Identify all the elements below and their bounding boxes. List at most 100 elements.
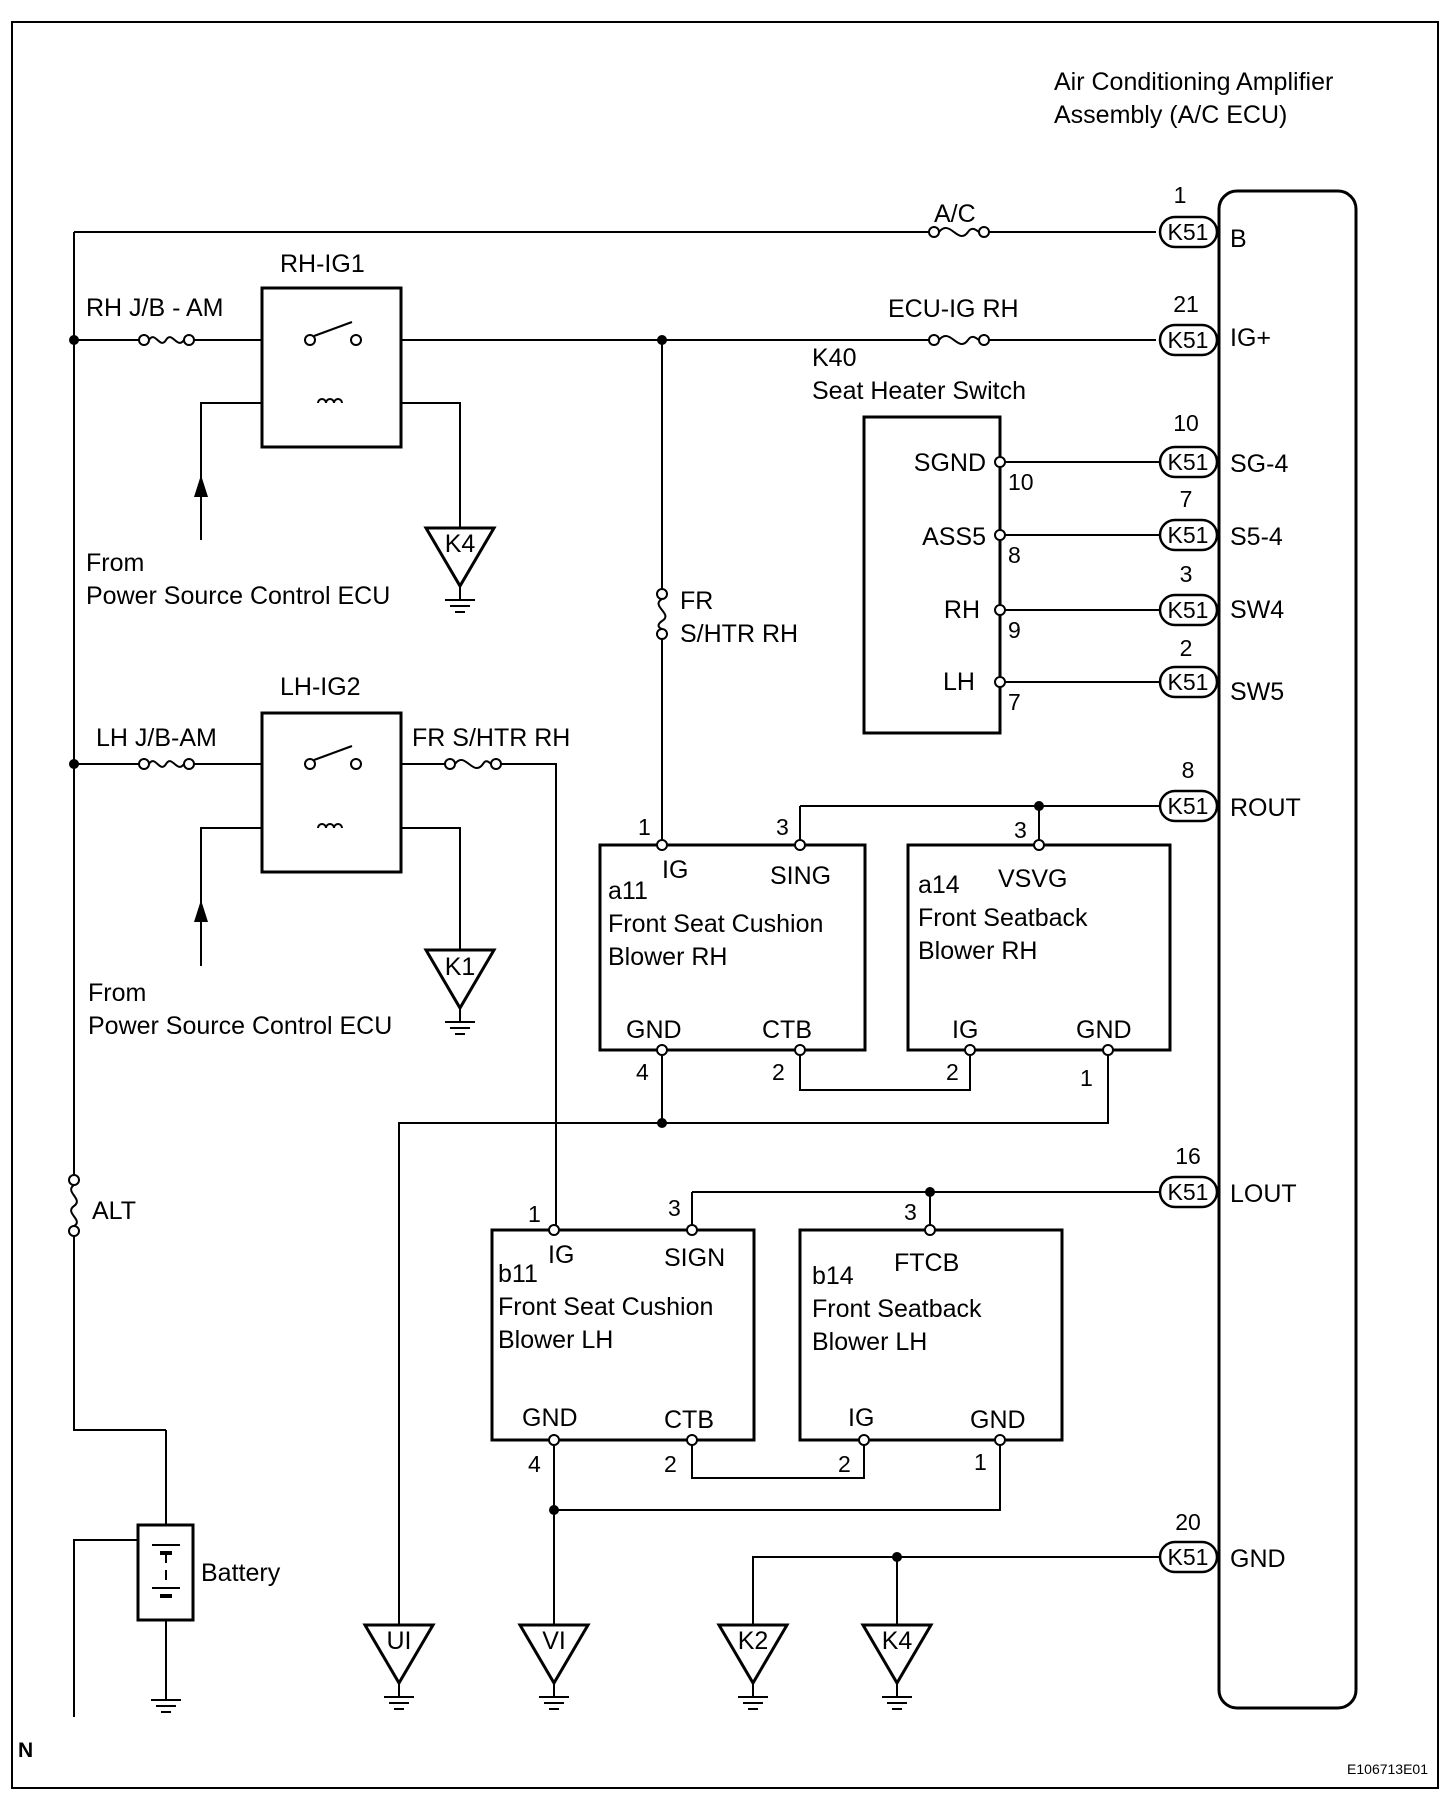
ecu-title-line2: Assembly (A/C ECU): [1054, 101, 1287, 129]
ground-k4-bottom: K4: [860, 1623, 934, 1710]
ac-fuse: A/C: [928, 200, 990, 238]
pin-sg4: 10 K51 SG-4: [1158, 410, 1288, 479]
pin-sg4-connector: K51: [1168, 449, 1209, 475]
corner-letter: N: [18, 1739, 33, 1762]
pin-rout-connector: K51: [1168, 793, 1209, 819]
pin-b-connector: K51: [1168, 219, 1209, 245]
relay-rh-label: RH-IG1: [280, 250, 365, 278]
blower-a11: 1 3 4 2 IG SING a11 Front Seat Cushion B…: [598, 814, 867, 1085]
b14-code: b14: [812, 1262, 854, 1290]
ground-icon: [444, 599, 476, 613]
battery: Battery: [136, 1523, 281, 1713]
b11-pin-ig: 1: [528, 1201, 541, 1227]
rh-jb-am-fuse: RH J/B - AM: [86, 294, 224, 346]
pin-sw4-connector: K51: [1168, 597, 1209, 623]
ac-fuse-label: A/C: [934, 200, 976, 228]
a14-term-ig: IG: [952, 1016, 978, 1044]
b14-name-line2: Blower LH: [812, 1328, 927, 1356]
a11-code: a11: [608, 877, 648, 905]
switch-name: Seat Heater Switch: [812, 377, 1026, 405]
ground-vi: VI: [517, 1623, 591, 1710]
pin-lout: 16 K51 LOUT: [1158, 1143, 1297, 1209]
ecu-ig-rh-fuse-label: ECU-IG RH: [888, 295, 1019, 323]
seat-heater-switch: K40 Seat Heater Switch SGND ASS5 RH LH 1…: [812, 344, 1034, 735]
pin-lout-connector: K51: [1168, 1179, 1209, 1205]
blower-b14: 3 2 1 FTCB b14 Front Seatback Blower LH …: [798, 1199, 1064, 1477]
pin-lout-num: 16: [1175, 1143, 1201, 1169]
b11-pin-sig: 3: [668, 1195, 681, 1221]
pin-sw5-connector: K51: [1168, 669, 1209, 695]
ground-icon: [383, 1696, 415, 1710]
switch-num-lh: 7: [1008, 689, 1021, 715]
fr-shtr-rh-fuse-h: FR S/HTR RH: [412, 724, 570, 770]
b11-term-ig: IG: [548, 1241, 574, 1269]
pin-sw4: 3 K51 SW4: [1158, 561, 1284, 627]
ground-ui: UI: [362, 1623, 436, 1710]
pin-rout: 8 K51 ROUT: [1158, 757, 1301, 823]
a14-name-line2: Blower RH: [918, 937, 1037, 965]
pin-gnd-num: 20: [1175, 1509, 1201, 1535]
switch-term-rh: RH: [944, 596, 980, 624]
pin-sw5-num: 2: [1180, 635, 1193, 661]
ground-k4-top: K4: [423, 526, 497, 613]
b11-code: b11: [498, 1260, 538, 1288]
pin-s54-name: S5-4: [1230, 523, 1283, 551]
battery-label: Battery: [201, 1559, 281, 1587]
a11-term-ig: IG: [662, 856, 688, 884]
a14-code: a14: [918, 871, 960, 899]
switch-num-rh: 9: [1008, 617, 1021, 643]
ground-k1: K1: [423, 948, 497, 1035]
fr-shtr-rh-fuse-v: FR S/HTR RH: [656, 587, 798, 648]
pin-sw4-name: SW4: [1230, 596, 1284, 624]
switch-num-sgnd: 10: [1008, 469, 1034, 495]
pin-rout-num: 8: [1182, 757, 1195, 783]
from-lh-line2: Power Source Control ECU: [88, 1012, 392, 1040]
relay-rh-ig1: RH-IG1: [260, 250, 403, 449]
b11-term-gnd: GND: [522, 1404, 578, 1432]
relay-lh-ig2: LH-IG2: [260, 673, 403, 874]
from-lh-line1: From: [88, 979, 146, 1007]
pin-ig-name: IG+: [1230, 324, 1271, 352]
pin-ig-connector: K51: [1168, 327, 1209, 353]
ground-k2: K2: [716, 1623, 790, 1710]
pin-gnd-name: GND: [1230, 1545, 1286, 1573]
blower-b11: 1 3 4 2 IG SIGN b11 Front Seat Cushion B…: [490, 1195, 756, 1477]
a11-pin-ig: 1: [638, 814, 651, 840]
a11-pin-sig: 3: [776, 814, 789, 840]
relay-lh-label: LH-IG2: [280, 673, 361, 701]
pin-sw5: 2 K51 SW5: [1158, 635, 1284, 706]
fr-shtr-rh-label-v2: S/HTR RH: [680, 620, 798, 648]
b11-name-line2: Blower LH: [498, 1326, 613, 1354]
pin-s54-num: 7: [1180, 486, 1193, 512]
alt-label: ALT: [92, 1197, 136, 1225]
pin-lout-name: LOUT: [1230, 1180, 1297, 1208]
ground-vi-label: VI: [542, 1627, 566, 1655]
b11-term-ctb: CTB: [664, 1406, 714, 1434]
a14-pin-sig: 3: [1014, 817, 1027, 843]
b11-pin-ctb: 2: [664, 1451, 677, 1477]
a14-name-line1: Front Seatback: [918, 904, 1088, 932]
b14-name-line1: Front Seatback: [812, 1295, 982, 1323]
fr-shtr-rh-label-h: FR S/HTR RH: [412, 724, 570, 752]
pin-s54: 7 K51 S5-4: [1158, 486, 1283, 552]
b11-term-sig: SIGN: [664, 1244, 725, 1272]
pin-b-num: 1: [1174, 182, 1187, 208]
from-rh-line1: From: [86, 549, 144, 577]
lh-jb-am-fuse: LH J/B-AM: [96, 724, 217, 770]
ground-ui-label: UI: [387, 1627, 412, 1655]
ground-k4-bottom-label: K4: [882, 1627, 913, 1655]
b14-term-ig: IG: [848, 1404, 874, 1432]
pin-gnd: 20 K51 GND: [1158, 1509, 1286, 1574]
switch-num-ass5: 8: [1008, 542, 1021, 568]
ground-k4-top-label: K4: [445, 530, 476, 558]
ecu-ig-rh-fuse: ECU-IG RH: [888, 295, 1019, 346]
b14-term-gnd: GND: [970, 1406, 1026, 1434]
lh-jb-am-label: LH J/B-AM: [96, 724, 217, 752]
switch-term-sgnd: SGND: [914, 449, 986, 477]
pin-sw4-num: 3: [1180, 561, 1193, 587]
a11-pin-gnd: 4: [636, 1059, 649, 1085]
b11-name-line1: Front Seat Cushion: [498, 1293, 713, 1321]
ac-ecu: Air Conditioning Amplifier Assembly (A/C…: [1054, 68, 1358, 1710]
ground-icon: [737, 1696, 769, 1710]
